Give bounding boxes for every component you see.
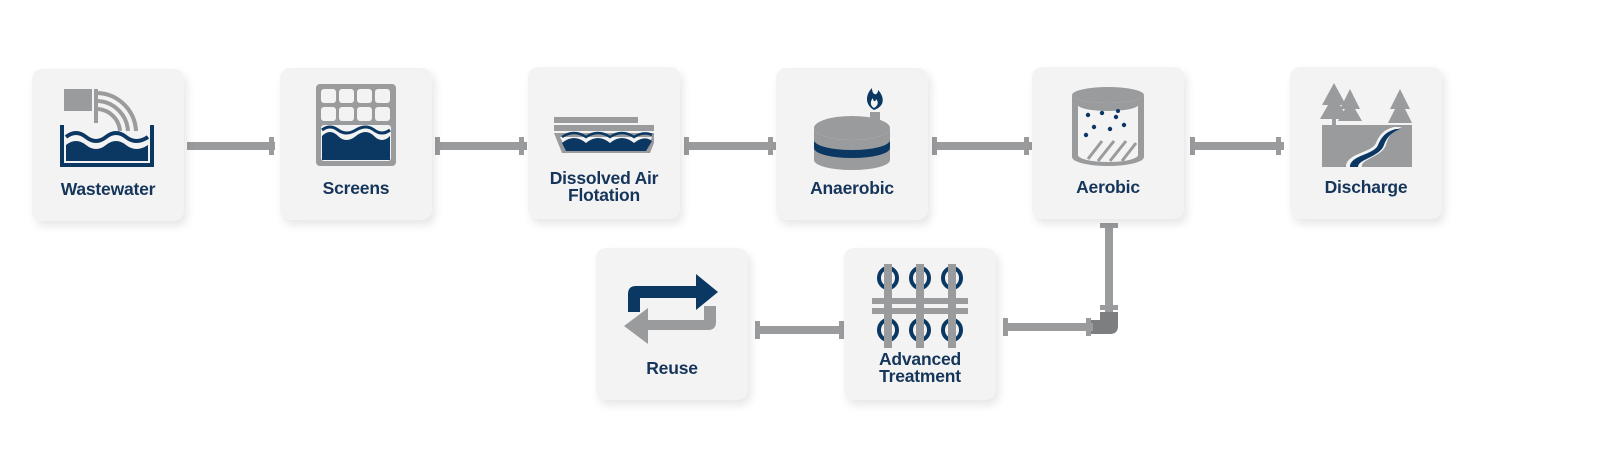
step-card-advanced-treatment: Advanced Treatment — [844, 248, 996, 400]
step-card-wastewater: Wastewater — [32, 69, 184, 221]
step-label-screens: Screens — [322, 178, 390, 198]
pipe-advanced-reuse — [755, 321, 847, 339]
pipe-screens-daf — [435, 137, 527, 155]
step-label-reuse: Reuse — [646, 358, 698, 378]
step-card-reuse: Reuse — [596, 248, 748, 400]
step-card-dissolved-air-flotation: Dissolved Air Flotation — [528, 67, 680, 219]
aerobic-tank-icon — [1072, 87, 1144, 166]
river-trees-icon — [1320, 83, 1412, 167]
step-label-anaerobic: Anaerobic — [810, 178, 894, 198]
pipe-anaerobic-aerobic — [932, 137, 1032, 155]
pipe-daf-anaerobic — [684, 137, 776, 155]
step-card-anaerobic: Anaerobic — [776, 68, 928, 220]
wastewater-outfall-icon — [60, 89, 154, 167]
step-label-advanced-treatment: Advanced Treatment — [878, 349, 962, 386]
pipe-aerobic-discharge — [1190, 137, 1284, 155]
step-label-dissolved-air-flotation: Dissolved Air Flotation — [549, 168, 659, 205]
screens-icon — [316, 84, 396, 166]
recycle-arrows-icon — [624, 274, 718, 344]
step-label-wastewater: Wastewater — [60, 179, 156, 199]
step-label-aerobic: Aerobic — [1076, 177, 1140, 197]
step-card-aerobic: Aerobic — [1032, 67, 1184, 219]
anaerobic-digester-flame-icon — [814, 88, 890, 170]
membrane-filters-icon — [872, 264, 968, 348]
step-label-discharge: Discharge — [1324, 177, 1408, 197]
flotation-tank-icon — [554, 117, 654, 153]
step-card-screens: Screens — [280, 68, 432, 220]
pipe-wastewater-screens — [187, 137, 275, 155]
step-card-discharge: Discharge — [1290, 67, 1442, 219]
pipe-aerobic-advanced — [1003, 223, 1118, 336]
